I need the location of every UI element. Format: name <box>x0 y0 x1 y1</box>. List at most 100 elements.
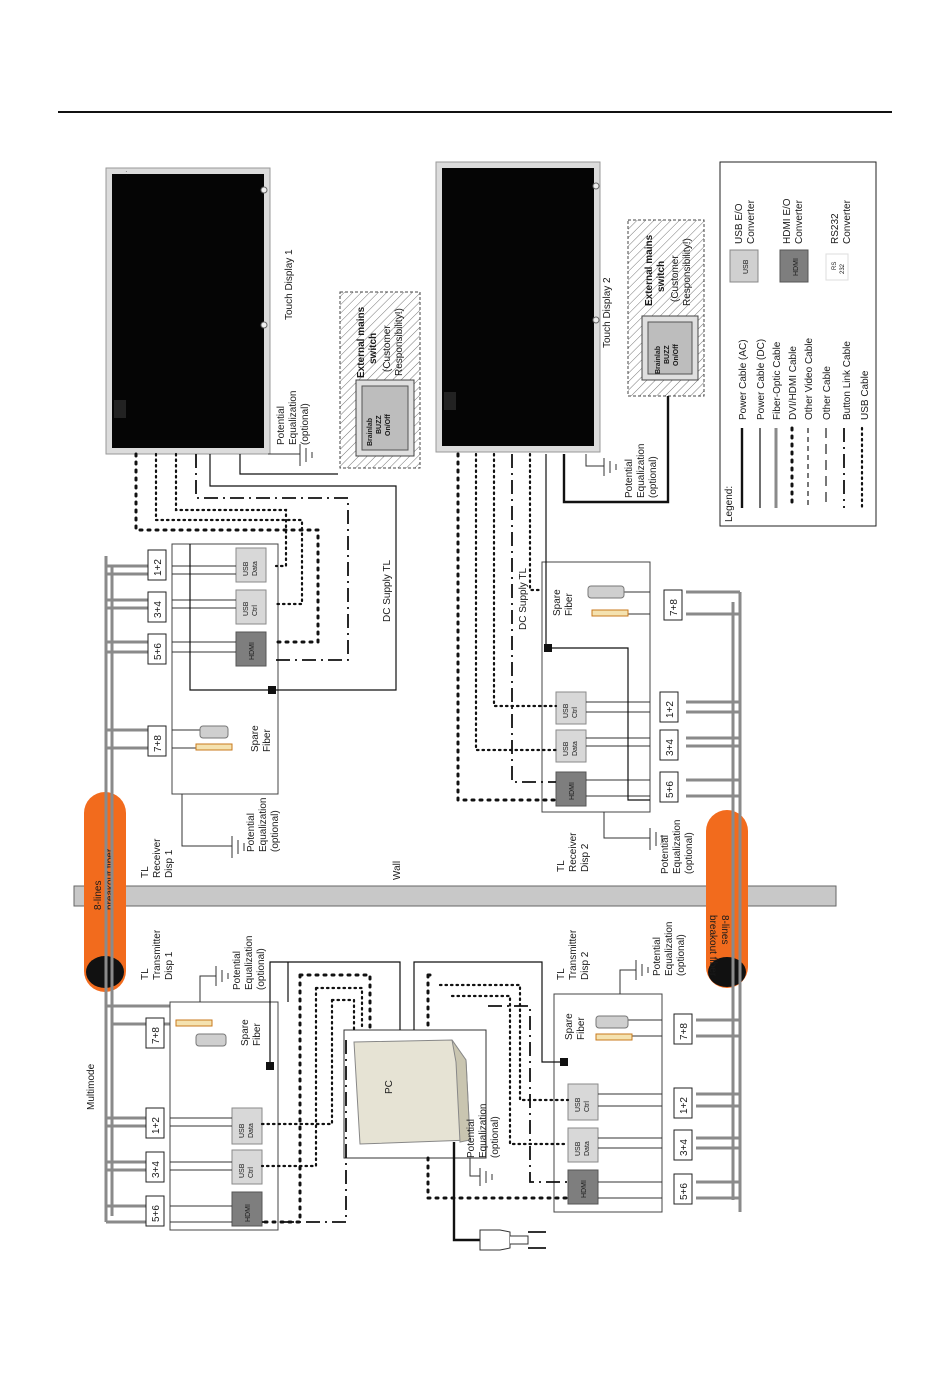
multimode-label: Multimode <box>86 1063 97 1110</box>
t1-usbctrl-l2: Ctrl <box>248 1167 255 1178</box>
button-link-display-2 <box>511 454 556 783</box>
hdmi-cable-display-1 <box>134 452 320 644</box>
legend-label-3: DVI/HDMI Cable <box>788 346 799 420</box>
legend-conv-usb-l2: Converter <box>746 199 757 244</box>
svg-text:HDMI E/OConverter: HDMI E/OConverter <box>782 198 805 244</box>
svg-text:SpareFiber: SpareFiber <box>564 1013 587 1040</box>
svg-text:SpareFiber: SpareFiber <box>240 1019 263 1046</box>
svg-text:1+2: 1+2 <box>665 701 676 718</box>
transmitter-1-l2: Transmitter <box>152 929 163 980</box>
receiver-2-l3: Disp 2 <box>580 843 591 872</box>
dc-supply-display-2 <box>545 454 650 801</box>
r1-usbctrl-l2: Ctrl <box>252 605 259 616</box>
t2-spare-l2: Fiber <box>576 1017 587 1040</box>
tl-receiver-disp-2 <box>541 561 651 813</box>
svg-text:1+2: 1+2 <box>151 1117 162 1134</box>
button-link-tx-1 <box>262 1040 347 1223</box>
breakout-fiber-right: 8-lines breakout fiber <box>706 810 748 988</box>
fiber-lines-right <box>686 590 742 1212</box>
svg-text:PotentialEqualization(optional: PotentialEqualization(optional) <box>660 820 695 874</box>
svg-text:(Customer Responsibility: (Customer Responsibility!) <box>382 308 405 376</box>
legend-badge-rs232 <box>825 253 849 281</box>
potential-eq-display-2: Potential Equalization (optional) <box>585 441 659 498</box>
svg-text:7+8: 7+8 <box>669 599 680 616</box>
svg-text:Brainlab BUZZ On/O: Brainlab BUZZ On/Off <box>367 413 392 446</box>
r1-pair-labels: 1+2 3+4 5+6 7+8 <box>147 549 167 757</box>
svg-text:USB E/OConverter: USB E/OConverter <box>734 199 757 244</box>
legend-conv-hdmi-l1: HDMI E/O <box>782 198 793 244</box>
usb-data-cable-display-2 <box>474 452 558 752</box>
svg-text:Brainlab BUZZ On/O: Brainlab BUZZ On/Off <box>655 343 680 374</box>
svg-text:7+8: 7+8 <box>151 1027 162 1044</box>
legend-label-7: USB Cable <box>860 370 871 420</box>
t1-usbdata-l1: USB <box>239 1123 246 1138</box>
legend: Legend: Power Cable (AC) Power Cable (DC… <box>719 161 877 527</box>
r1-hdmi: HDMI <box>249 642 256 660</box>
svg-text:5+6: 5+6 <box>153 643 164 660</box>
external-mains-switch-2: Brainlab BUZZ On/Off External mains swit… <box>627 219 705 397</box>
legend-badge-hdmi <box>779 249 809 283</box>
mains-plug-icon <box>452 1142 546 1251</box>
tl-transmitter-disp-1 <box>169 1001 279 1231</box>
receiver-1-l1: TL <box>140 866 151 878</box>
r2-spare-l2: Fiber <box>564 593 575 616</box>
dc-supply-display-1 <box>189 454 397 691</box>
breakout-label-r2: breakout fiber <box>707 915 718 977</box>
tl-transmitter-disp-2 <box>553 993 663 1213</box>
t2-spare-l1: Spare <box>564 1013 575 1040</box>
r2-usbdata-l1: USB <box>563 741 570 756</box>
svg-text:1+2: 1+2 <box>153 559 164 576</box>
pc-label: PC <box>384 1080 395 1094</box>
svg-text:1+2: 1+2 <box>679 1097 690 1114</box>
receiver-2-l1: TL <box>556 860 567 872</box>
svg-text:Potential Equalization: Potential Equalization (optional) <box>624 441 659 498</box>
r2-pair-labels: 7+8 1+2 3+4 5+6 <box>659 589 683 803</box>
t2-hdmi: HDMI <box>581 1180 588 1198</box>
breakout-label-r1: 8-lines <box>719 915 730 944</box>
legend-badge-usb <box>729 249 759 283</box>
r1-spare-l2: Fiber <box>262 729 273 752</box>
r1-usbdata-l2: Data <box>252 561 259 576</box>
svg-text:TLReceiverDisp 1: TLReceiverDisp 1 <box>140 838 175 878</box>
power-ac-display-2 <box>562 396 670 504</box>
r2-usbctrl-l1: USB <box>563 703 570 718</box>
dc-supply-tx-2 <box>413 961 564 1063</box>
r2-hdmi: HDMI <box>569 782 576 800</box>
svg-text:PotentialEqualization(optional: PotentialEqualization(optional) <box>246 798 281 852</box>
fiber-lines-left <box>104 556 170 1224</box>
transmitter-2-l3: Disp 2 <box>580 951 591 980</box>
wall-label: Wall <box>392 861 403 880</box>
svg-text:(Customer Responsibility: (Customer Responsibility!) <box>670 238 693 306</box>
dc-supply-label-2: DC Supply TL <box>518 567 529 630</box>
dc-supply-tx-1 <box>269 961 401 1064</box>
potential-eq-display-1: Potential Equalization (optional) <box>268 391 313 466</box>
t2-usbdata-l2: Data <box>584 1141 591 1156</box>
touch-display-2 <box>435 161 601 453</box>
usb-ctrl-cable-display-2 <box>492 452 558 708</box>
t1-spare-l2: Fiber <box>252 1023 263 1046</box>
potential-eq-pc: PotentialEqualization(optional) <box>466 1104 501 1186</box>
usb-data-cable-tx-1 <box>260 998 356 1126</box>
t1-pair-labels: 7+8 1+2 3+4 5+6 <box>145 1017 165 1227</box>
svg-text:· · ·: · · · <box>124 171 130 180</box>
wall-bar <box>73 885 837 907</box>
potential-eq-receiver-2: PotentialEqualization(optional) <box>603 812 695 874</box>
external-mains-switch-1: Brainlab BUZZ On/Off External mains swit… <box>339 291 421 469</box>
svg-text:External mains switch: External mains switch <box>356 304 379 378</box>
r2-usbdata-l2: Data <box>572 741 579 756</box>
legend-label-6: Button Link Cable <box>842 341 853 420</box>
dc-junction-r2 <box>544 644 552 652</box>
pc <box>343 1029 487 1159</box>
r1-usbdata-l1: USB <box>243 561 250 576</box>
dc-junction-t1 <box>266 1062 274 1070</box>
legend-label-0: Power Cable (AC) <box>738 339 749 420</box>
t2-usbctrl-l1: USB <box>575 1097 582 1112</box>
svg-text:External mains switch: External mains switch <box>644 232 667 306</box>
transmitter-2-l2: Transmitter <box>568 929 579 980</box>
transmitter-1-l3: Disp 1 <box>164 951 175 980</box>
